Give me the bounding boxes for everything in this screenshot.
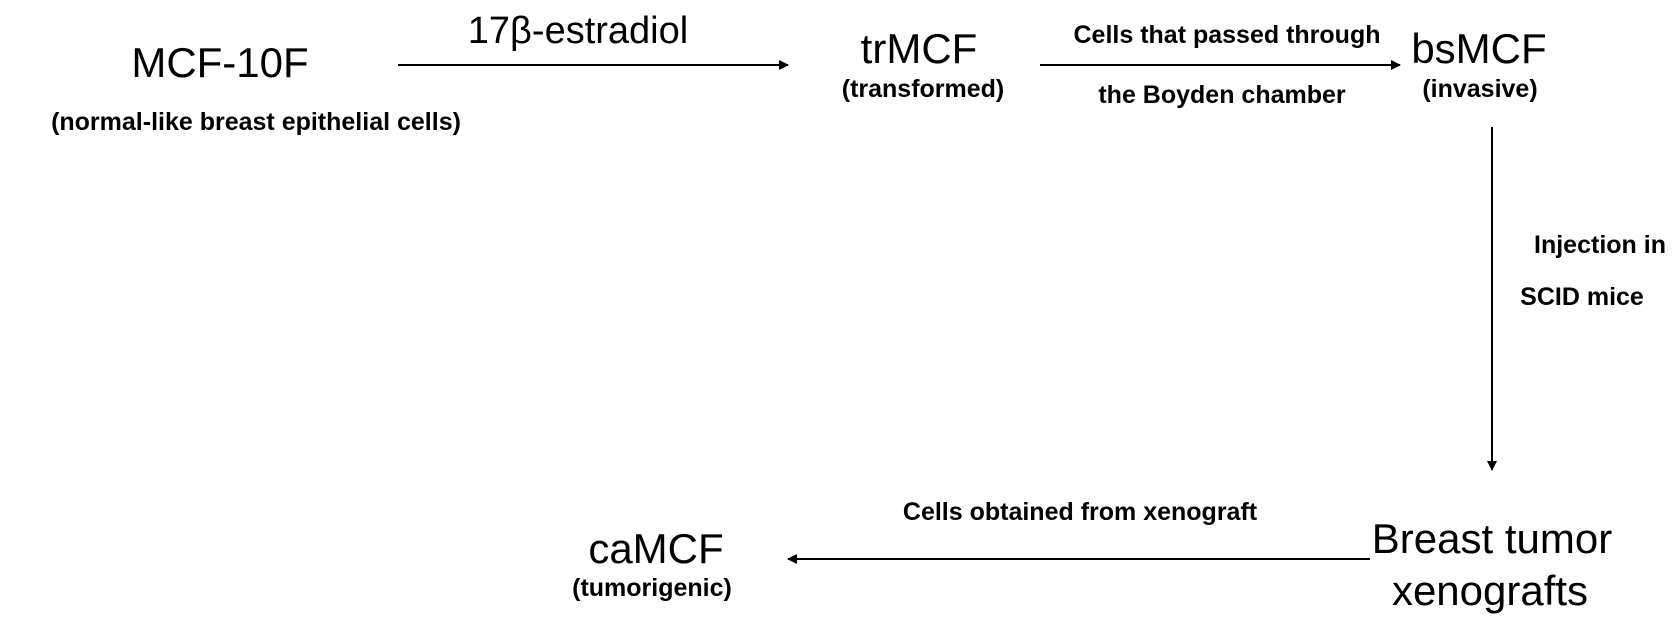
edge-injection-label-line1: Injection in [1534,231,1666,259]
node-bsmcf-name: bsMCF [1411,25,1547,72]
node-bsmcf-desc: (invasive) [1422,75,1538,103]
edge-boyden-label-line1: Cells that passed through [1073,21,1381,49]
edge-xenograft-cells-label: Cells obtained from xenograft [902,498,1258,526]
node-camcf-desc: (tumorigenic) [572,574,732,602]
node-camcf-name: caMCF [588,525,724,572]
node-mcf10f-name: MCF-10F [131,39,309,86]
node-mcf10f-desc: (normal-like breast epithelial cells) [51,108,461,136]
node-trmcf-name: trMCF [860,25,978,72]
edge-boyden-label-line2: the Boyden chamber [1098,81,1346,109]
node-xenografts-line1: Breast tumor [1371,515,1613,562]
node-xenografts-line2: xenografts [1391,567,1589,614]
edge-estradiol-label: 17β-estradiol [467,10,689,52]
node-trmcf-desc: (transformed) [841,75,1005,103]
edge-injection-label-line2: SCID mice [1520,283,1644,311]
